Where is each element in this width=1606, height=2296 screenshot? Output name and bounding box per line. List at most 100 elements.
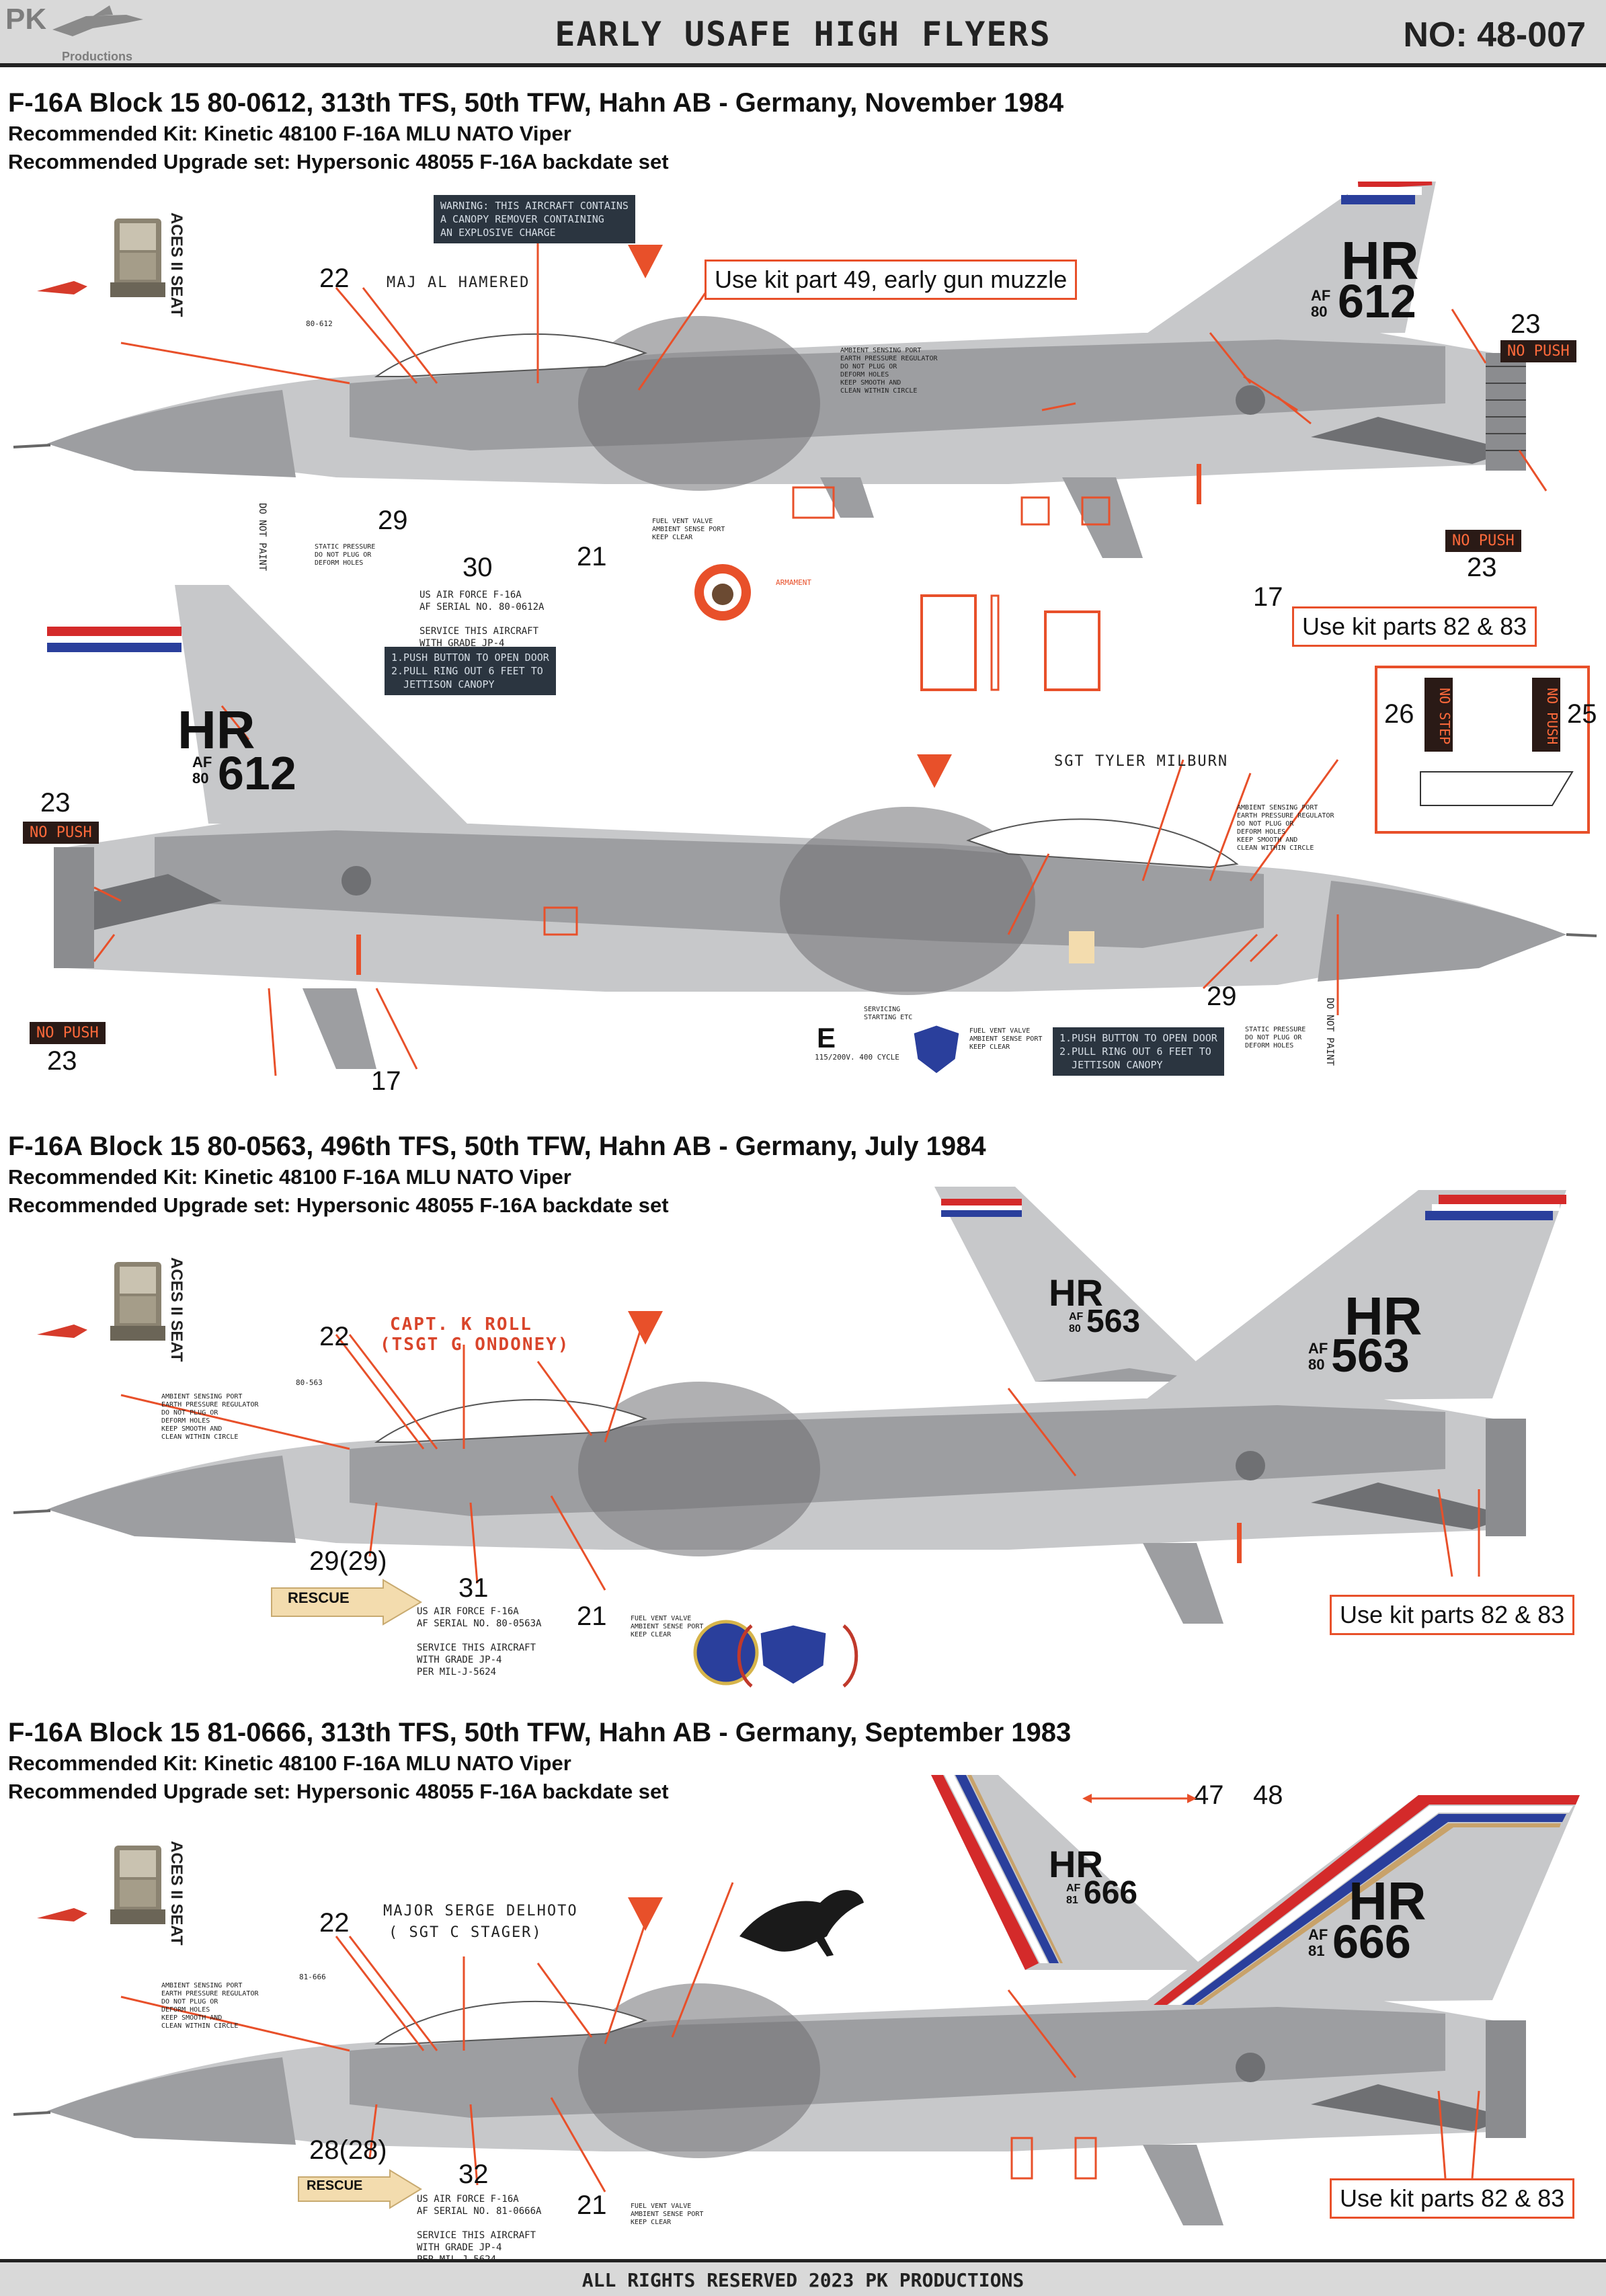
- recommended-upgrade: Recommended Upgrade set: Hypersonic 4805…: [8, 1780, 669, 1803]
- panel-decal-outlines: [920, 594, 1100, 691]
- fuel-vent-stencil: FUEL VENT VALVE AMBIENT SENSE PORT KEEP …: [631, 1615, 704, 1638]
- servicing-stencil: SERVICING STARTING ETC: [864, 1006, 913, 1021]
- armament-stencil: ARMAMENT: [776, 578, 811, 587]
- year-label: 81: [1066, 1895, 1078, 1906]
- tail-code-3a: HR: [1049, 1843, 1103, 1885]
- fuel-vent-stencil: FUEL VENT VALVE AMBIENT SENSE PORT KEEP …: [652, 518, 725, 541]
- callout-21: 21: [577, 2190, 607, 2220]
- callout-47: 47: [1194, 1780, 1224, 1810]
- kit-parts-callout: Use kit parts 82 & 83: [1330, 1595, 1575, 1635]
- aces-seat-1: [101, 215, 175, 303]
- tail-code-2a: HR: [1049, 1271, 1103, 1314]
- af-label: AF: [1308, 1926, 1328, 1943]
- document-title: EARLY USAFE HIGH FLYERS: [555, 15, 1051, 54]
- tail-code-3b: HR: [1349, 1871, 1427, 1931]
- no-push-vertical: NO PUSH: [1532, 678, 1560, 752]
- servicing-e-letter: E: [817, 1022, 836, 1054]
- tail-af-1b: AF 80: [192, 754, 212, 787]
- crew-chief-name-3: (TSGT G ONDONEY): [380, 1335, 570, 1355]
- section-3-heading: F-16A Block 15 81-0666, 313th TFS, 50th …: [8, 1716, 1071, 1806]
- serial-data-block-2: US AIR FORCE F-16A AF SERIAL NO. 80-0563…: [417, 1606, 542, 1677]
- usafe-shield-icon: [912, 1023, 961, 1076]
- squadron-bulldog-patch-icon: [694, 564, 751, 621]
- logo-text: PK: [5, 3, 47, 36]
- tail-code-1a: HR: [1341, 231, 1419, 290]
- kit-parts-callout: Use kit parts 82 & 83: [1330, 2178, 1575, 2219]
- squadron-patches: [693, 1620, 858, 1688]
- rescue-arrow: [298, 2169, 422, 2209]
- af-label: AF: [1308, 1340, 1328, 1357]
- rescue-label: RESCUE: [288, 1589, 350, 1606]
- tail-code-1b: HR: [177, 700, 255, 760]
- no-step-vertical: NO STEP: [1424, 678, 1453, 752]
- aces-seat-3: [101, 1842, 175, 1930]
- callout-30: 30: [463, 553, 493, 582]
- canopy-warning-plate: WARNING: THIS AIRCRAFT CONTAINS A CANOPY…: [434, 195, 635, 243]
- recommended-kit: Recommended Kit: Kinetic 48100 F-16A MLU…: [8, 122, 571, 145]
- aircraft-1-left-profile: [13, 182, 1548, 558]
- callout-29-29: 29(29): [309, 1546, 387, 1576]
- kit-parts-callout: Use kit parts 82 & 83: [1292, 606, 1537, 647]
- tail-serial-2a: 563: [1086, 1304, 1141, 1339]
- pilot-name-4: MAJOR SERGE DELHOTO: [383, 1903, 578, 1919]
- callout-28-28: 28(28): [309, 2135, 387, 2165]
- rescue-label: RESCUE: [307, 2178, 363, 2193]
- af-label: AF: [192, 754, 212, 770]
- tail-serial-3b: 666: [1332, 1915, 1411, 1968]
- pk-logo: PK Productions: [5, 3, 153, 65]
- tail-serial-3a: 666: [1084, 1875, 1138, 1911]
- eagle-emblem-icon: [739, 1890, 864, 1956]
- af-label: AF: [1069, 1311, 1084, 1322]
- callout-23: 23: [47, 1046, 77, 1076]
- cycle-stencil: 115/200V. 400 CYCLE: [815, 1053, 899, 1062]
- page-header: PK Productions EARLY USAFE HIGH FLYERS N…: [0, 0, 1606, 67]
- callout-22: 22: [319, 1908, 350, 1938]
- crew-chief-name-4: ( SGT C STAGER): [389, 1924, 543, 1941]
- year-label: 80: [1069, 1323, 1081, 1335]
- tail-serial-1a: 612: [1338, 275, 1416, 327]
- af-label: AF: [1311, 287, 1331, 304]
- no-push-stencil: NO PUSH: [30, 1022, 106, 1044]
- no-push-stencil: NO PUSH: [23, 822, 99, 844]
- sensing-port-stencil: AMBIENT SENSING PORT EARTH PRESSURE REGU…: [161, 1393, 259, 1441]
- section-title: F-16A Block 15 81-0666, 313th TFS, 50th …: [8, 1718, 1072, 1747]
- logo-subtitle: Productions: [62, 50, 133, 63]
- aircraft-2-profile: [13, 1190, 1566, 1624]
- callout-21: 21: [577, 1601, 607, 1631]
- seat-handle-icon: [37, 281, 87, 294]
- static-pressure-stencil: STATIC PRESSURE DO NOT PLUG OR DEFORM HO…: [315, 543, 376, 567]
- sensing-port-stencil: AMBIENT SENSING PORT EARTH PRESSURE REGU…: [1237, 804, 1334, 852]
- document-number: NO: 48-007: [1403, 15, 1586, 54]
- nose-serial-2: 80-563: [296, 1378, 323, 1387]
- aircraft-1-right-profile: [47, 585, 1597, 1076]
- pilot-name-2: SGT TYLER MILBURN: [1054, 753, 1229, 770]
- tail-af-2b: AF 80: [1308, 1341, 1328, 1373]
- callout-26: 26: [1384, 699, 1414, 729]
- callout-29: 29: [1207, 982, 1237, 1011]
- do-not-paint-stencil: DO NOT PAINT: [257, 503, 268, 571]
- callout-25: 25: [1567, 699, 1597, 729]
- copyright-notice: ALL RIGHTS RESERVED 2023 PK PRODUCTIONS: [581, 2269, 1025, 2291]
- recommended-kit: Recommended Kit: Kinetic 48100 F-16A MLU…: [8, 1165, 571, 1189]
- pilot-name-1: MAJ AL HAMERED: [387, 274, 530, 291]
- sensing-port-stencil: AMBIENT SENSING PORT EARTH PRESSURE REGU…: [161, 1982, 259, 2030]
- ejection-seat-icon: [110, 1262, 165, 1341]
- sensing-port-stencil: AMBIENT SENSING PORT EARTH PRESSURE REGU…: [840, 347, 938, 395]
- do-not-paint-stencil: DO NOT PAINT: [1324, 998, 1335, 1066]
- section-1-heading: F-16A Block 15 80-0612, 313th TFS, 50th …: [8, 86, 1063, 176]
- section-title: F-16A Block 15 80-0563, 496th TFS, 50th …: [8, 1132, 986, 1161]
- jet-logo-icon: [52, 5, 143, 36]
- no-push-stencil: NO PUSH: [1445, 530, 1521, 552]
- aircraft-3-tail-detail: [931, 1775, 1207, 1970]
- callout-29: 29: [378, 506, 408, 535]
- ejection-seat-triangle-icon: [628, 1311, 663, 1345]
- no-step-inset: NO STEP NO PUSH 26 25: [1375, 666, 1597, 834]
- tail-serial-2b: 563: [1331, 1329, 1410, 1382]
- serial-data-block-3: US AIR FORCE F-16A AF SERIAL NO. 81-0666…: [417, 2194, 542, 2265]
- seat-handle-icon: [37, 1324, 87, 1338]
- section-2-heading: F-16A Block 15 80-0563, 496th TFS, 50th …: [8, 1130, 986, 1220]
- callout-22: 22: [319, 1322, 350, 1351]
- jettison-instructions-plate-2: 1.PUSH BUTTON TO OPEN DOOR 2.PULL RING O…: [1053, 1027, 1224, 1076]
- year-label: 80: [192, 770, 209, 787]
- callout-31: 31: [458, 1573, 489, 1603]
